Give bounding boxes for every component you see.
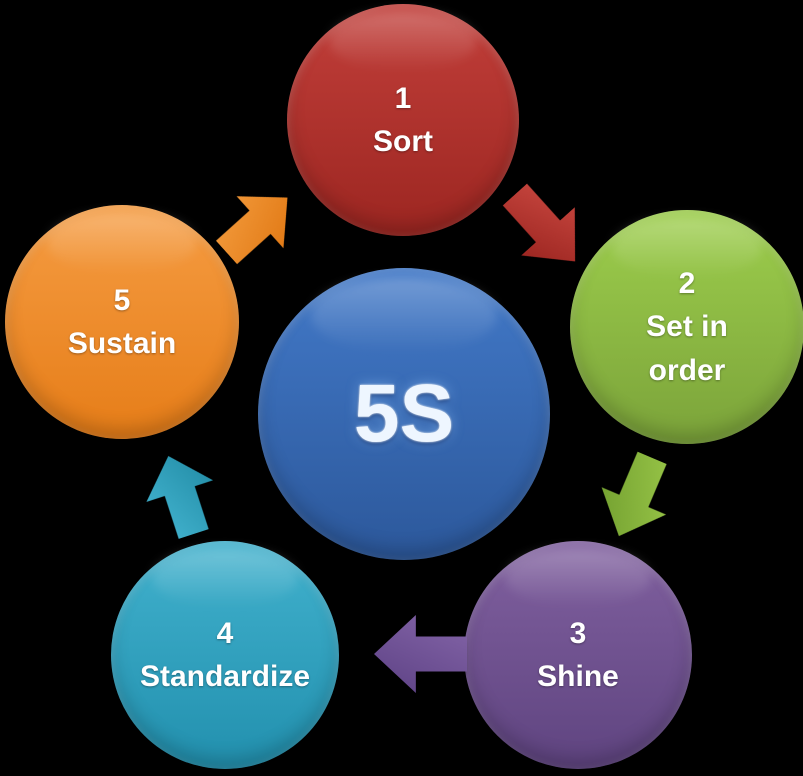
step-label: Sort — [373, 125, 433, 158]
cycle-arrow-set-in-order-to-shine-icon — [587, 444, 685, 550]
step-circle-shine: 3 Shine — [464, 541, 692, 769]
step-label: Sustain — [67, 327, 177, 360]
cycle-arrow-standardize-to-sustain-icon — [135, 445, 227, 545]
step-number: 4 — [216, 616, 234, 650]
step-circle-sort: 1 Sort — [287, 4, 519, 236]
step-number: 1 — [394, 81, 412, 115]
step-circle-set-in-order: 2 Set in order — [570, 210, 803, 444]
step-text-shine: 3 Shine — [537, 612, 619, 699]
center-circle: 5S — [258, 268, 550, 560]
cycle-arrow-sort-to-set-in-order-icon — [488, 170, 602, 285]
step-text-set-in-order: 2 Set in order — [611, 262, 763, 393]
step-text-standardize: 4 Standardize — [140, 612, 310, 699]
cycle-arrow-sustain-to-sort-icon — [203, 172, 311, 279]
step-number: 2 — [678, 266, 696, 300]
step-circle-standardize: 4 Standardize — [111, 541, 339, 769]
step-text-sustain: 5 Sustain — [68, 279, 176, 366]
step-number: 5 — [113, 283, 131, 317]
step-number: 3 — [569, 616, 587, 650]
step-text-sort: 1 Sort — [373, 77, 433, 164]
cycle-arrow-shine-to-standardize-icon — [374, 615, 467, 693]
step-circle-sustain: 5 Sustain — [5, 205, 239, 439]
step-label: Shine — [537, 660, 619, 693]
step-label: Standardize — [139, 660, 311, 693]
center-label: 5S — [353, 368, 455, 459]
step-label: Set in order — [646, 310, 728, 387]
